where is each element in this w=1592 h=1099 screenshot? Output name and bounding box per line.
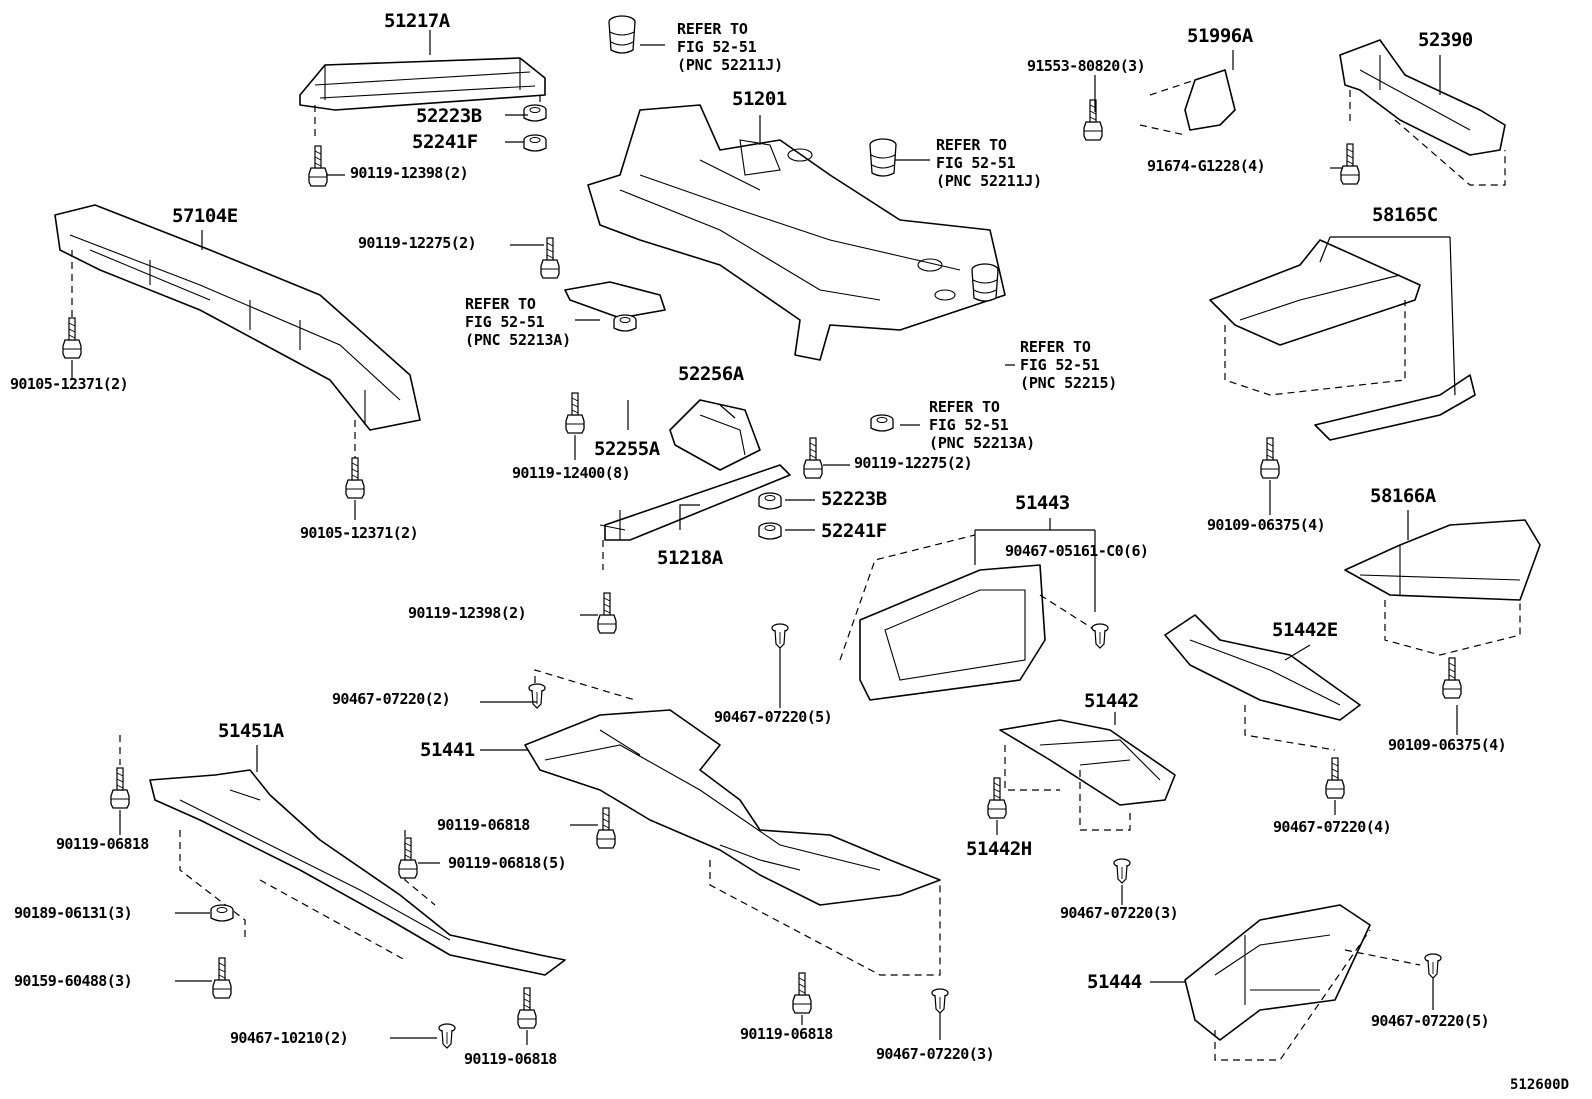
part-label-51442H: 51442H [966,838,1032,860]
part-51441[interactable] [524,669,941,976]
part-label-58166A: 58166A [1370,485,1436,507]
fastener-label: 90119-06818 [56,835,149,853]
reference-note: REFER TO FIG 52-51 (PNC 52211J) [677,20,783,74]
part-label-52223B-mid: 52223B [821,488,887,510]
part-52256A[interactable] [669,399,761,471]
leader-lines [71,30,1458,1045]
fastener-label: 90109-06375(4) [1207,516,1326,534]
fastener-label: 90119-06818(5) [448,854,567,872]
fastener-label: 90467-07220(3) [1060,904,1179,922]
fastener-label: 90119-12275(2) [358,234,477,252]
part-51451A[interactable] [119,735,566,976]
reference-note: REFER TO FIG 52-51 (PNC 52215) [1020,338,1118,392]
part-51442[interactable] [999,719,1176,831]
part-label-51443: 51443 [1015,492,1070,514]
part-label-51201: 51201 [732,88,787,110]
part-label-51218A: 51218A [657,547,723,569]
part-label-57104E: 57104E [172,205,238,227]
fastener-label: 91553-80820(3) [1027,57,1146,75]
part-58165C[interactable] [1209,239,1476,441]
part-label-52256A: 52256A [678,363,744,385]
fastener-label: 90189-06131(3) [14,904,133,922]
part-58166A[interactable] [1344,519,1541,656]
part-51996A[interactable] [1139,69,1236,136]
part-57104E[interactable] [54,204,421,460]
fastener-label: 90119-12398(2) [350,164,469,182]
fastener-label: 90467-07220(5) [714,708,833,726]
fastener-label: 90119-12275(2) [854,454,973,472]
part-label-52241F: 52241F [412,131,478,153]
fastener-label: 90119-12398(2) [408,604,527,622]
part-51444[interactable] [1184,904,1421,1061]
fastener-label: 90119-06818 [437,816,530,834]
part-51217A[interactable] [299,57,546,140]
part-label-52223B: 52223B [416,105,482,127]
fastener-label: 90119-12400(8) [512,464,631,482]
part-label-51444: 51444 [1087,971,1142,993]
fastener-label: 90109-06375(4) [1388,736,1507,754]
part-51201[interactable] [587,104,1006,361]
fastener-label: 90159-60488(3) [14,972,133,990]
part-label-51442E: 51442E [1272,619,1338,641]
fastener-label: 90467-10210(2) [230,1029,349,1047]
reference-note: REFER TO FIG 52-51 (PNC 52213A) [465,295,571,349]
part-label-52241F-mid: 52241F [821,520,887,542]
fastener-label: 90467-07220(3) [876,1045,995,1063]
part-51218A[interactable] [599,464,791,570]
fastener-label: 90467-07220(2) [332,690,451,708]
part-51442E[interactable] [1164,614,1361,751]
part-51443[interactable] [839,534,1096,701]
part-label-58165C: 58165C [1372,204,1438,226]
part-label-51996A: 51996A [1187,25,1253,47]
part-52255A[interactable] [564,281,666,319]
fastener-label: 91674-G1228(4) [1147,157,1266,175]
diagram-code: 512600D [1510,1077,1570,1093]
fastener-label: 90119-06818 [740,1025,833,1043]
part-label-51451A: 51451A [218,720,284,742]
part-label-51217A: 51217A [384,10,450,32]
part-label-52255A: 52255A [594,438,660,460]
fastener-label: 90105-12371(2) [300,524,419,542]
part-label-52390: 52390 [1418,29,1473,51]
reference-note: REFER TO FIG 52-51 (PNC 52213A) [929,398,1035,452]
part-52390[interactable] [1339,39,1506,186]
reference-note: REFER TO FIG 52-51 (PNC 52211J) [936,136,1042,190]
fastener-label: 90467-07220(5) [1371,1012,1490,1030]
fastener-label: 90119-06818 [464,1050,557,1068]
part-label-51442: 51442 [1084,690,1139,712]
part-label-51441: 51441 [420,739,475,761]
fastener-label: 90467-05161-C0(6) [1005,542,1149,560]
fastener-label: 90105-12371(2) [10,375,129,393]
fastener-label: 90467-07220(4) [1273,818,1392,836]
